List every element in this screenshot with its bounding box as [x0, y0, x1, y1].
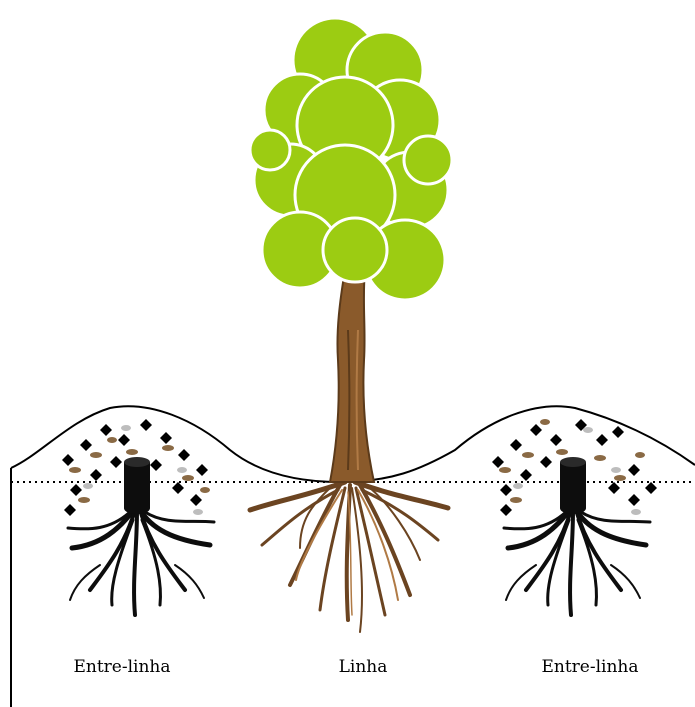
stump-icon [560, 457, 586, 514]
stump-left-group [62, 419, 214, 615]
stump-right-group [492, 419, 657, 615]
tree-icon [250, 18, 452, 632]
stump-left-roots [68, 505, 214, 615]
label-linha-center: Linha [339, 657, 388, 677]
stump-icon [124, 457, 150, 514]
label-entre-linha-left: Entre-linha [73, 657, 170, 677]
tree-canopy [250, 18, 452, 300]
stump-right-roots [504, 505, 650, 615]
label-entre-linha-right: Entre-linha [541, 657, 638, 677]
